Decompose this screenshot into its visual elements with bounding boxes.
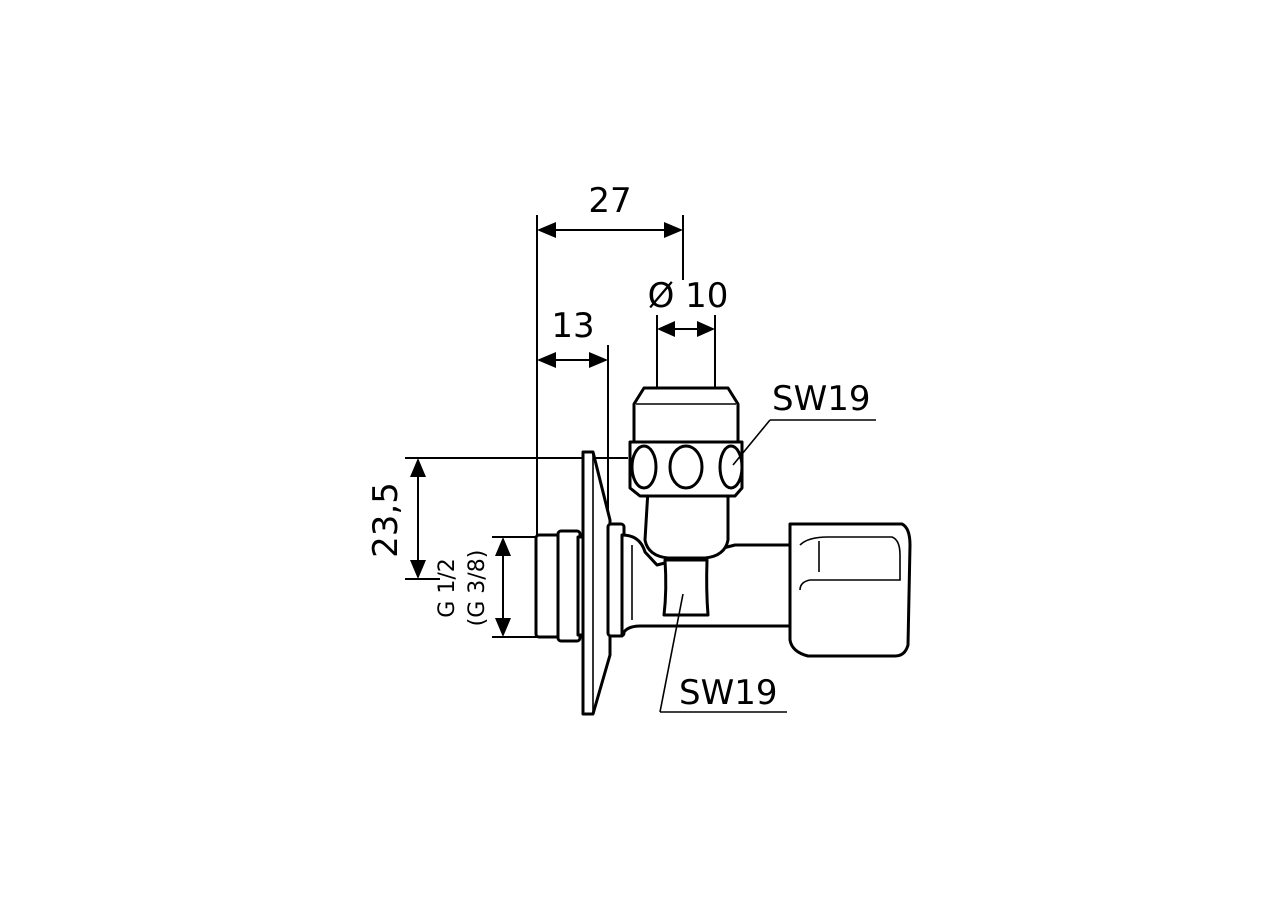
threaded-inlet <box>534 529 588 643</box>
dimension-thread: G 1/2 (G 3/8) <box>435 536 545 638</box>
dimension-23-5: 23,5 <box>366 457 628 580</box>
top-hex-nut <box>628 386 744 498</box>
leader-sw19-top: SW19 <box>732 379 876 466</box>
outlet-nut <box>788 522 912 658</box>
dimension-13: 13 <box>537 306 609 540</box>
wall-flange <box>581 450 612 716</box>
wrench-size-top-label: SW19 <box>772 379 870 419</box>
leader-sw19-bottom: SW19 <box>659 593 787 713</box>
wrench-size-bottom-label: SW19 <box>679 673 777 713</box>
dimension-diameter-label: Ø 10 <box>648 276 729 316</box>
valve-body <box>606 488 792 638</box>
dimension-13-label: 13 <box>551 306 594 346</box>
dimension-diameter-10: Ø 10 <box>648 276 729 390</box>
thread-size-label: G 1/2 <box>435 558 460 617</box>
thread-size-alt-label: (G 3/8) <box>465 550 490 627</box>
dimension-27: 27 <box>536 181 684 540</box>
dimension-23-5-label: 23,5 <box>366 482 406 558</box>
dimension-27-label: 27 <box>588 181 631 221</box>
